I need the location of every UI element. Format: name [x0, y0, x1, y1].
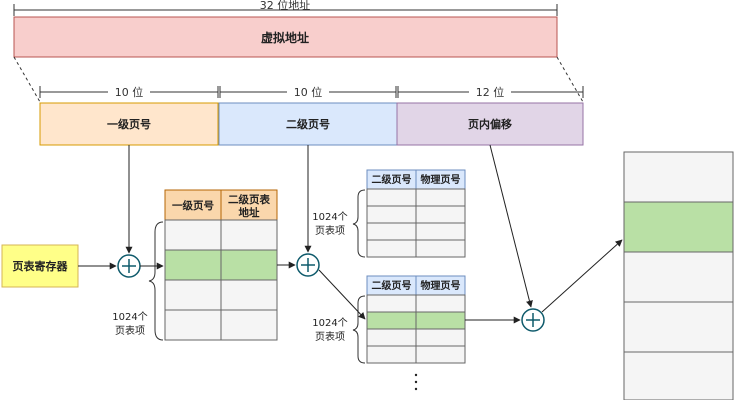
adder-first	[117, 254, 141, 278]
virtual-address-label: 虚拟地址	[261, 30, 309, 45]
first-table-selected-row-col1	[164, 249, 222, 281]
field-first-level-label: 一级页号	[107, 117, 151, 131]
adder-third	[521, 308, 545, 332]
page-table-register-label: 页表寄存器	[13, 259, 69, 273]
virtual-address-box	[13, 16, 558, 58]
flow-arrows	[78, 144, 623, 324]
second-level-page-table-bottom: 二级页号 物理页号 1024个 页表项	[312, 275, 466, 364]
bit-width-first: 10 位	[115, 85, 144, 99]
arrow-adder-to-second-table	[318, 269, 366, 320]
top-table-size-line1: 1024个	[312, 211, 347, 223]
first-table-size-line2: 页表项	[115, 324, 145, 337]
bit-width-offset: 12 位	[476, 85, 505, 99]
physical-memory-target-page	[623, 201, 734, 253]
field-offset: 页内偏移	[396, 102, 584, 146]
bottom-table-header-col2: 物理页号	[421, 279, 461, 292]
bit-width-second: 10 位	[294, 85, 323, 99]
field-second-level-label: 二级页号	[286, 117, 330, 131]
bottom-table-header-col1: 二级页号	[372, 279, 412, 292]
top-table-header-col2: 物理页号	[421, 173, 461, 186]
physical-memory	[623, 151, 734, 400]
top-table-size-line2: 页表项	[315, 224, 345, 237]
first-table-selected-row-col2	[220, 249, 278, 281]
arrow-adder-to-memory	[541, 239, 623, 313]
more-tables-ellipsis	[414, 373, 418, 391]
virtual-address-bar: 虚拟地址	[13, 16, 558, 58]
first-level-page-table: 一级页号 二级页表 地址 1024个 页表项	[112, 189, 278, 341]
page-table-register: 页表寄存器	[1, 244, 79, 288]
adder-second	[296, 253, 320, 277]
expand-line-left	[13, 56, 41, 103]
first-table-size-line1: 1024个	[112, 311, 147, 323]
first-table-brace	[148, 221, 164, 341]
top-table-header-col1: 二级页号	[372, 173, 412, 186]
dimension-32-label: 32 位地址	[260, 0, 311, 12]
field-offset-label: 页内偏移	[468, 117, 512, 131]
bottom-table-size-line1: 1024个	[312, 317, 347, 329]
field-first-level: 一级页号	[39, 102, 219, 146]
first-table-header-col1: 一级页号	[172, 199, 214, 212]
second-level-page-table-top: 二级页号 物理页号 1024个 页表项	[312, 169, 466, 258]
first-table-header-col2-line1: 二级页表	[228, 193, 270, 206]
field-second-level: 二级页号	[218, 102, 398, 146]
arrow-offset-to-adder	[489, 144, 533, 308]
expand-line-right	[556, 56, 584, 103]
bottom-table-selected-row-col1	[366, 311, 417, 330]
first-table-header-col2-line2: 地址	[239, 206, 260, 219]
bottom-table-selected-row-col2	[415, 311, 466, 330]
top-table-brace	[352, 189, 366, 258]
bottom-table-size-line2: 页表项	[315, 330, 345, 343]
bit-dimensions: 10 位 10 位 12 位	[39, 85, 584, 99]
bottom-table-brace	[352, 295, 366, 364]
dimension-32-bit: 32 位地址	[13, 0, 558, 16]
